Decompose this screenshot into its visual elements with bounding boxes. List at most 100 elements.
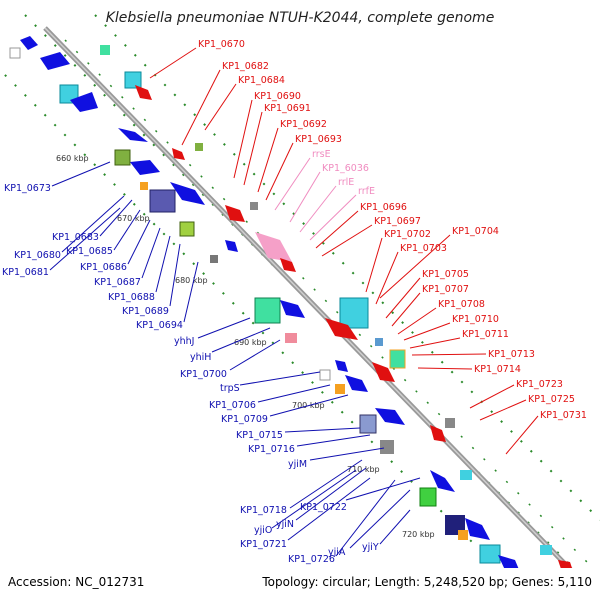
- leader-line: [379, 509, 411, 545]
- kbp-mark: 660 kbp: [56, 154, 89, 163]
- leader-line: [204, 83, 237, 131]
- gene-arrow: [335, 360, 348, 372]
- gene-arrow: [280, 300, 305, 318]
- leader-line: [296, 434, 371, 447]
- gene-label: yjiN: [276, 519, 294, 530]
- leader-line: [181, 69, 221, 146]
- gene-box: [380, 440, 394, 454]
- gene-box: [335, 384, 345, 394]
- gene-label: KP1_0726: [288, 554, 335, 565]
- gene-label: KP1_0722: [300, 502, 347, 513]
- leader-line: [265, 142, 294, 201]
- gene-label: KP1_0693: [295, 134, 342, 145]
- gene-label: yjiY: [362, 542, 379, 553]
- gene-arrow: [225, 205, 245, 222]
- leader-line: [229, 339, 281, 371]
- gene-label: KP1_0692: [280, 119, 327, 130]
- gene-label: KP1_0714: [474, 364, 521, 375]
- gene-box: [540, 545, 552, 555]
- gene-label: KP1_0688: [108, 292, 155, 303]
- leader-line: [243, 111, 263, 186]
- gene-arrow: [172, 148, 185, 160]
- leader-line: [127, 219, 151, 265]
- footer-band: [0, 568, 600, 600]
- leader-line: [289, 171, 321, 223]
- leader-line: [183, 261, 199, 323]
- gene-label: KP1_0690: [254, 91, 301, 102]
- leader-line: [403, 322, 451, 341]
- gene-label: KP1_0673: [4, 183, 51, 194]
- gene-box: [375, 338, 383, 346]
- leader-line: [385, 277, 421, 319]
- gene-label: KP1_0691: [264, 103, 311, 114]
- gene-label: KP1_0704: [452, 226, 499, 237]
- leader-line: [51, 161, 111, 187]
- leader-line: [169, 243, 181, 307]
- forward-strand-features: [100, 45, 574, 574]
- gene-arrow: [430, 470, 455, 492]
- outer-guide-track-1: [94, 14, 600, 521]
- right-labels: KP1_0670 KP1_0682 KP1_0684 KP1_0690 KP1_…: [149, 39, 587, 455]
- gene-label: KP1_0670: [198, 39, 245, 50]
- gene-label: yhhJ: [174, 336, 194, 347]
- gene-box: [100, 45, 110, 55]
- leader-line: [239, 371, 321, 386]
- gene-arrow: [372, 362, 395, 382]
- kbp-mark: 690 kbp: [234, 338, 267, 347]
- leader-line: [411, 353, 487, 356]
- gene-arrow: [280, 258, 296, 272]
- left-labels: KP1_0673 KP1_0683 KP1_0680 KP1_0685 KP1_…: [2, 161, 421, 565]
- gene-label: KP1_0706: [209, 400, 256, 411]
- leader-line: [335, 479, 396, 557]
- gene-label: KP1_0716: [248, 444, 295, 455]
- gene-arrow: [40, 52, 70, 70]
- gene-label: KP1_0687: [94, 277, 141, 288]
- gene-box: [254, 297, 281, 324]
- gene-box: [59, 84, 79, 104]
- gene-label: KP1_0689: [122, 306, 169, 317]
- gene-box: [114, 149, 131, 166]
- reverse-strand-features: [9, 36, 520, 572]
- gene-label: KP1_0697: [374, 216, 421, 227]
- leader-line: [141, 227, 161, 279]
- gene-label: KP1_0682: [222, 61, 269, 72]
- leader-line: [479, 399, 527, 421]
- accession-text: Accession: NC_012731: [8, 575, 144, 589]
- leader-line: [287, 477, 371, 541]
- leader-line: [409, 337, 461, 349]
- leader-line: [379, 234, 451, 299]
- gene-arrow: [118, 128, 148, 142]
- leader-line: [257, 127, 279, 193]
- leader-line: [309, 447, 385, 461]
- gene-label: KP1_0725: [528, 394, 575, 405]
- kbp-mark: 680 kbp: [175, 276, 208, 285]
- gene-arrow: [345, 375, 368, 392]
- kbp-mark: 720 kbp: [402, 530, 435, 539]
- gene-label: KP1_0683: [52, 232, 99, 243]
- gene-label: KP1_0708: [438, 299, 485, 310]
- gene-arrow: [325, 318, 358, 340]
- gene-label: KP1_0709: [221, 414, 268, 425]
- leader-line: [349, 489, 411, 549]
- gene-box: [250, 202, 258, 210]
- gene-box: [319, 369, 331, 381]
- gene-arrow: [20, 36, 38, 50]
- gene-label: KP1_0703: [400, 243, 447, 254]
- gene-label: KP1_0686: [80, 262, 127, 273]
- gene-label: KP1_0711: [462, 329, 509, 340]
- gene-arrow: [430, 425, 446, 442]
- gene-arrow: [225, 240, 238, 252]
- kbp-mark: 670 kbp: [117, 214, 150, 223]
- gene-box: [445, 418, 455, 428]
- gene-label: KP1_0715: [236, 430, 283, 441]
- gene-label: yjiA: [328, 547, 346, 558]
- leader-line: [274, 157, 311, 211]
- gene-label: KP1_0705: [422, 269, 469, 280]
- gene-label: KP1_0700: [180, 369, 227, 380]
- gene-label: rrsE: [312, 149, 331, 160]
- gene-arrow: [465, 518, 490, 540]
- leader-line: [284, 427, 361, 433]
- gene-box: [124, 71, 142, 89]
- gene-box: [479, 544, 501, 564]
- gene-label: KP1_0718: [240, 505, 287, 516]
